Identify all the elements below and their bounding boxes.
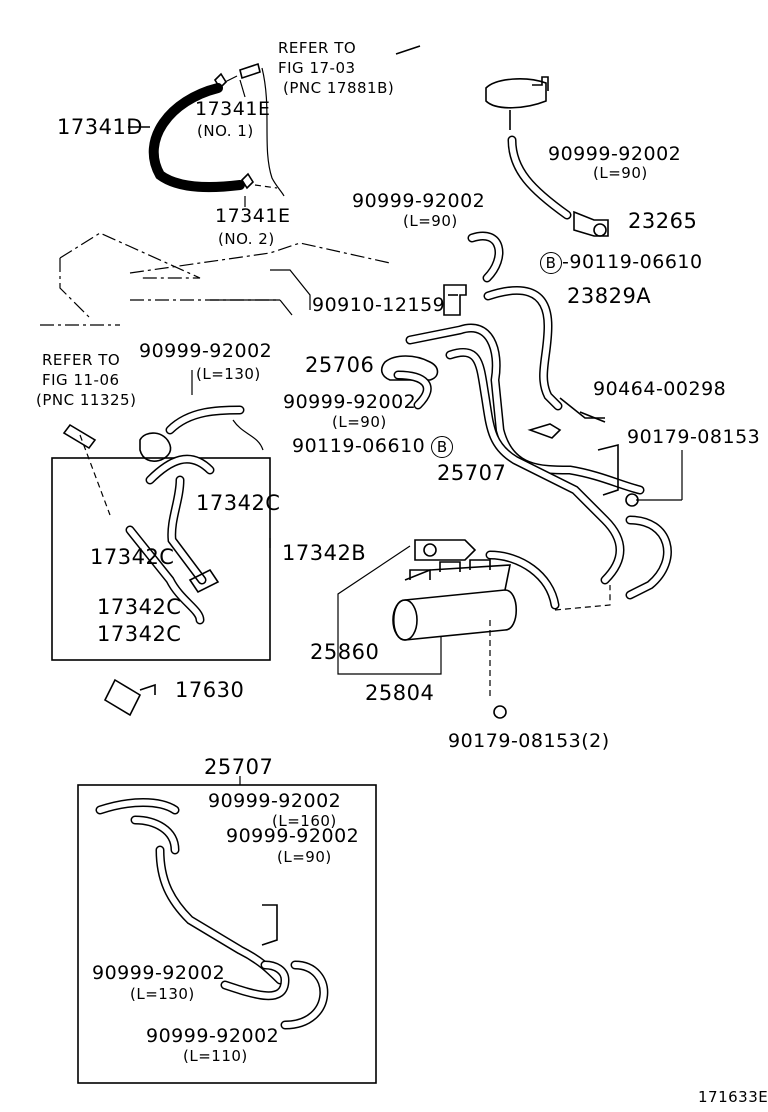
- inset-hose-2-len: (L=90): [277, 848, 332, 866]
- label-25706: 25706: [305, 353, 375, 377]
- refer-17-03-line3: (PNC 17881B): [283, 79, 395, 97]
- refer-11-06-line2: FIG 11-06: [42, 371, 120, 389]
- inset-hose-1-len: (L=160): [272, 812, 337, 830]
- circle-b-top: B: [540, 252, 562, 274]
- label-17342C-b: 17342C: [90, 545, 175, 569]
- label-90464: 90464-00298: [593, 378, 727, 400]
- refer-11-06-line3: (PNC 11325): [36, 391, 137, 409]
- label-90999-mid-len: (L=90): [403, 212, 458, 230]
- label-17341E-2: 17341E: [215, 205, 291, 227]
- label-23265: 23265: [628, 209, 698, 233]
- component-25804-canister: [392, 550, 611, 700]
- circle-b-center: B: [431, 436, 454, 458]
- label-90179-bottom: 90179-08153(2): [448, 730, 610, 752]
- label-90999-left: 90999-92002: [139, 340, 273, 362]
- inset-hose-4: 90999-92002: [146, 1025, 280, 1047]
- inset-hose-4-len: (L=110): [183, 1047, 248, 1065]
- hose-17341D: [148, 83, 245, 193]
- label-90179-right: 90179-08153: [627, 426, 761, 448]
- label-25707: 25707: [437, 461, 507, 485]
- label-90999-top-right-len: (L=90): [593, 164, 648, 182]
- label-17341E-1-sub: (NO. 1): [197, 122, 254, 140]
- label-17342C-a: 17342C: [196, 491, 281, 515]
- inset-title-25707: 25707: [204, 755, 274, 779]
- figure-id: 171633E: [698, 1088, 768, 1106]
- label-17341E-1: 17341E: [195, 98, 271, 120]
- label-90999-center: 90999-92002: [283, 391, 417, 413]
- inset-hose-3-len: (L=130): [130, 985, 195, 1003]
- label-90999-top-right: 90999-92002: [548, 143, 682, 165]
- label-17342C-c: 17342C: [97, 595, 182, 619]
- refer-11-06-line1: REFER TO: [42, 351, 121, 369]
- label-17341E-2-sub: (NO. 2): [218, 230, 275, 248]
- label-90910: 90910-12159: [312, 294, 446, 316]
- label-17630: 17630: [175, 678, 245, 702]
- label-25860: 25860: [310, 640, 380, 664]
- label-17342B: 17342B: [282, 541, 367, 565]
- label-90999-mid: 90999-92002: [352, 190, 486, 212]
- label-25804: 25804: [365, 681, 435, 705]
- component-23265-vsv: [485, 76, 609, 237]
- label-23829A: 23829A: [567, 284, 652, 308]
- label-90119-top: B-90119-06610: [540, 252, 703, 274]
- inset-hose-2: 90999-92002: [226, 825, 360, 847]
- inset-hose-3: 90999-92002: [92, 962, 226, 984]
- refer-17-03-line2: FIG 17-03: [278, 59, 356, 77]
- refer-17-03-line1: REFER TO: [278, 39, 357, 57]
- label-90999-center-len: (L=90): [332, 413, 387, 431]
- label-17342C-d: 17342C: [97, 622, 182, 646]
- label-17341D: 17341D: [57, 115, 143, 139]
- label-90999-left-len: (L=130): [196, 365, 261, 383]
- inset-hose-1: 90999-92002: [208, 790, 342, 812]
